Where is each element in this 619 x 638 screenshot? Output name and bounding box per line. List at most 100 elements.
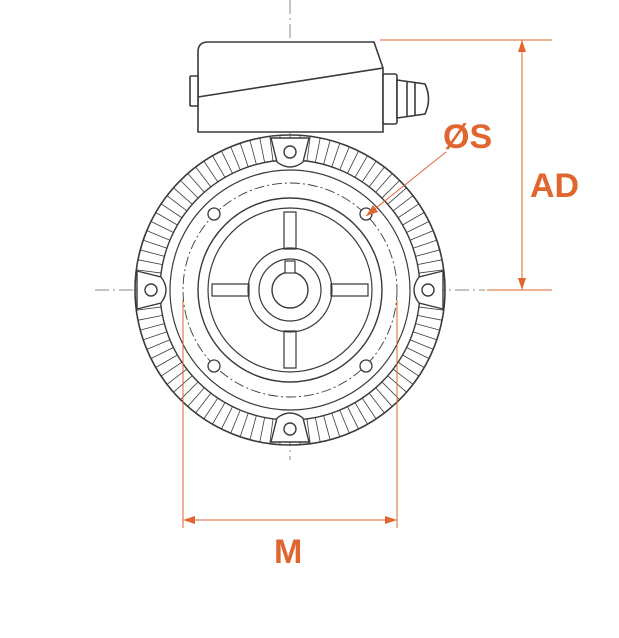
ad-arrow-top <box>518 40 526 52</box>
bolt-hole <box>359 359 373 373</box>
cooling-fin <box>170 374 195 395</box>
cooling-fin <box>185 385 206 410</box>
cooling-fin <box>258 135 266 165</box>
motor-housing <box>134 134 446 446</box>
cooling-fin <box>210 400 227 428</box>
cooling-fin <box>404 219 432 234</box>
cooling-fin <box>143 338 172 351</box>
cooling-fin <box>367 164 387 189</box>
cooling-fin <box>396 201 422 220</box>
m-label: M <box>274 533 302 571</box>
shaft-keyway <box>284 260 296 274</box>
cooling-fin <box>210 152 227 180</box>
cooling-fin <box>185 170 206 195</box>
cable-gland-nut <box>382 73 398 125</box>
rib-bottom <box>283 330 297 369</box>
cooling-fin <box>322 413 332 443</box>
cooling-fin <box>330 411 342 440</box>
cooling-fin <box>143 229 172 242</box>
cooling-fin <box>385 374 410 395</box>
cooling-fin <box>152 210 180 227</box>
dimension-arrows <box>183 40 526 524</box>
cooling-fin <box>158 360 184 379</box>
bolt-circle <box>182 182 398 398</box>
cooling-fin <box>148 346 176 361</box>
cooling-fin <box>415 258 445 266</box>
cooling-fin <box>306 135 312 164</box>
cooling-fin <box>170 185 195 206</box>
cooling-fin <box>140 330 169 342</box>
dimension-annotations <box>182 39 552 528</box>
cooling-fin <box>374 385 395 410</box>
os-arrowhead <box>366 205 378 216</box>
os-leader-line <box>365 151 447 217</box>
cooling-fin <box>404 346 432 361</box>
cooling-fin <box>314 415 322 445</box>
mounting-lug-left <box>136 270 167 310</box>
cooling-fin <box>164 367 189 387</box>
lug-hole <box>421 283 435 297</box>
m-arrow-right <box>385 516 397 524</box>
cooling-fin <box>193 391 213 416</box>
cooling-fin <box>177 380 200 403</box>
lug-hole <box>283 422 297 436</box>
os-label: ØS <box>443 118 492 156</box>
cooling-fin <box>201 158 220 184</box>
cooling-fin <box>219 404 234 432</box>
cooling-fin <box>238 411 250 440</box>
flange-ring <box>169 169 411 411</box>
cooling-fin <box>416 306 445 312</box>
ad-label: AD <box>530 167 579 205</box>
cooling-fin <box>408 229 437 242</box>
cooling-fin <box>374 170 395 195</box>
cooling-fin <box>360 158 379 184</box>
cooling-fin <box>330 140 342 169</box>
mounting-lug-right <box>413 270 444 310</box>
cooling-fin <box>346 148 361 176</box>
cooling-fin <box>353 152 370 180</box>
cooling-fin <box>148 219 176 234</box>
lug-hole <box>144 283 158 297</box>
cooling-fin <box>134 258 165 266</box>
cooling-fin <box>380 380 403 403</box>
cooling-fin <box>322 137 332 167</box>
cooling-fin <box>248 413 258 443</box>
cooling-fin <box>400 353 428 370</box>
cooling-fin <box>391 193 416 213</box>
terminal-box <box>189 41 430 133</box>
m-arrow-left <box>183 516 195 524</box>
cooling-fin <box>416 268 445 274</box>
cooling-fin <box>229 143 242 172</box>
cooling-fin <box>413 248 443 258</box>
cooling-fin <box>134 314 165 322</box>
cooling-fin <box>134 268 164 274</box>
cooling-fin <box>408 338 437 351</box>
rib-left <box>211 283 250 297</box>
cooling-fin <box>177 177 200 200</box>
cooling-fin <box>314 135 322 165</box>
cooling-fin <box>396 360 422 379</box>
mounting-lugs <box>136 137 444 443</box>
cooling-fin <box>164 193 189 213</box>
shaft-hub <box>258 258 322 322</box>
shaft-bearing-ring <box>247 247 333 333</box>
cooling-fin <box>338 408 351 437</box>
cooling-fin <box>411 238 440 250</box>
bolt-hole <box>207 359 221 373</box>
shaft-end <box>271 271 309 309</box>
rib-right <box>330 283 369 297</box>
cooling-fin <box>152 353 180 370</box>
spigot-inner <box>207 207 373 373</box>
cooling-fin <box>400 210 428 227</box>
cooling-fin <box>391 367 416 387</box>
cooling-fin <box>380 177 403 200</box>
cooling-fin <box>158 201 184 220</box>
flange-cross-ribs <box>211 211 369 369</box>
cooling-fin <box>134 306 164 312</box>
cooling-fin <box>415 314 445 322</box>
rib-top <box>283 211 297 250</box>
mounting-lug-bottom <box>270 412 310 443</box>
cooling-fin <box>338 143 351 172</box>
cooling-fin <box>306 416 312 445</box>
